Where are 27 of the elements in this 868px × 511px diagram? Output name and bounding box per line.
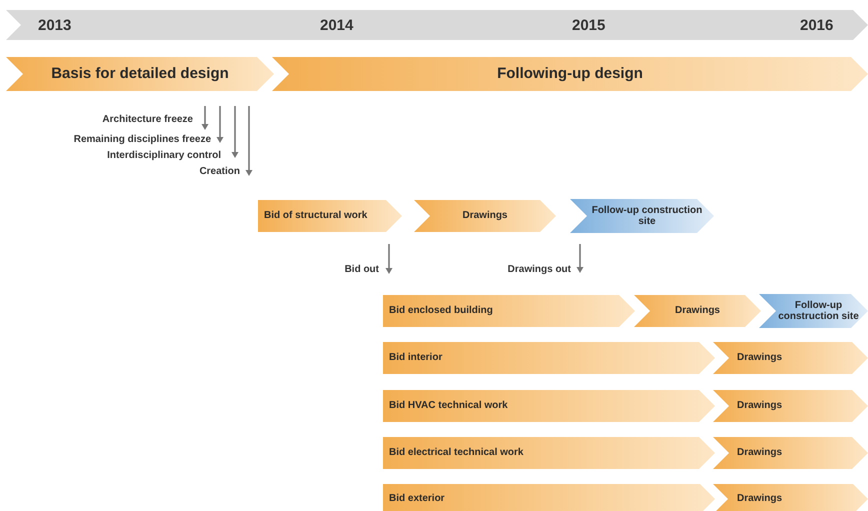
phase-band: Drawings bbox=[713, 484, 868, 511]
milestone-label: Remaining disciplines freeze bbox=[74, 134, 211, 145]
phase-band: Bid enclosed building bbox=[383, 295, 635, 327]
phase-band: Basis for detailed design bbox=[6, 57, 274, 91]
milestone-label: Architecture freeze bbox=[102, 114, 193, 125]
milestone-label: Drawings out bbox=[508, 264, 571, 275]
timeline-bar bbox=[6, 10, 868, 40]
milestone-label: Creation bbox=[199, 166, 240, 177]
milestone-label: Bid out bbox=[344, 264, 379, 275]
phase-band: Drawings bbox=[634, 295, 761, 327]
phase-band: Bid electrical technical work bbox=[383, 437, 715, 469]
phase-band: Bid HVAC technical work bbox=[383, 390, 715, 422]
milestone-label: Interdisciplinary control bbox=[107, 150, 221, 161]
phase-band: Drawings bbox=[414, 200, 556, 232]
phase-band: Bid exterior bbox=[383, 484, 715, 511]
phase-band: Drawings bbox=[713, 342, 868, 374]
year-label: 2014 bbox=[320, 17, 354, 34]
year-label: 2013 bbox=[38, 17, 72, 34]
phase-band: Drawings bbox=[713, 390, 868, 422]
phase-band: Drawings bbox=[713, 437, 868, 469]
phase-band: Bid interior bbox=[383, 342, 715, 374]
phase-band: Following-up design bbox=[272, 57, 868, 91]
phase-band: Follow-up construction site bbox=[759, 294, 868, 328]
year-label: 2016 bbox=[800, 17, 834, 34]
phase-band: Follow-up construction site bbox=[570, 199, 714, 233]
phase-band: Bid of structural work bbox=[258, 200, 402, 232]
year-label: 2015 bbox=[572, 17, 606, 34]
